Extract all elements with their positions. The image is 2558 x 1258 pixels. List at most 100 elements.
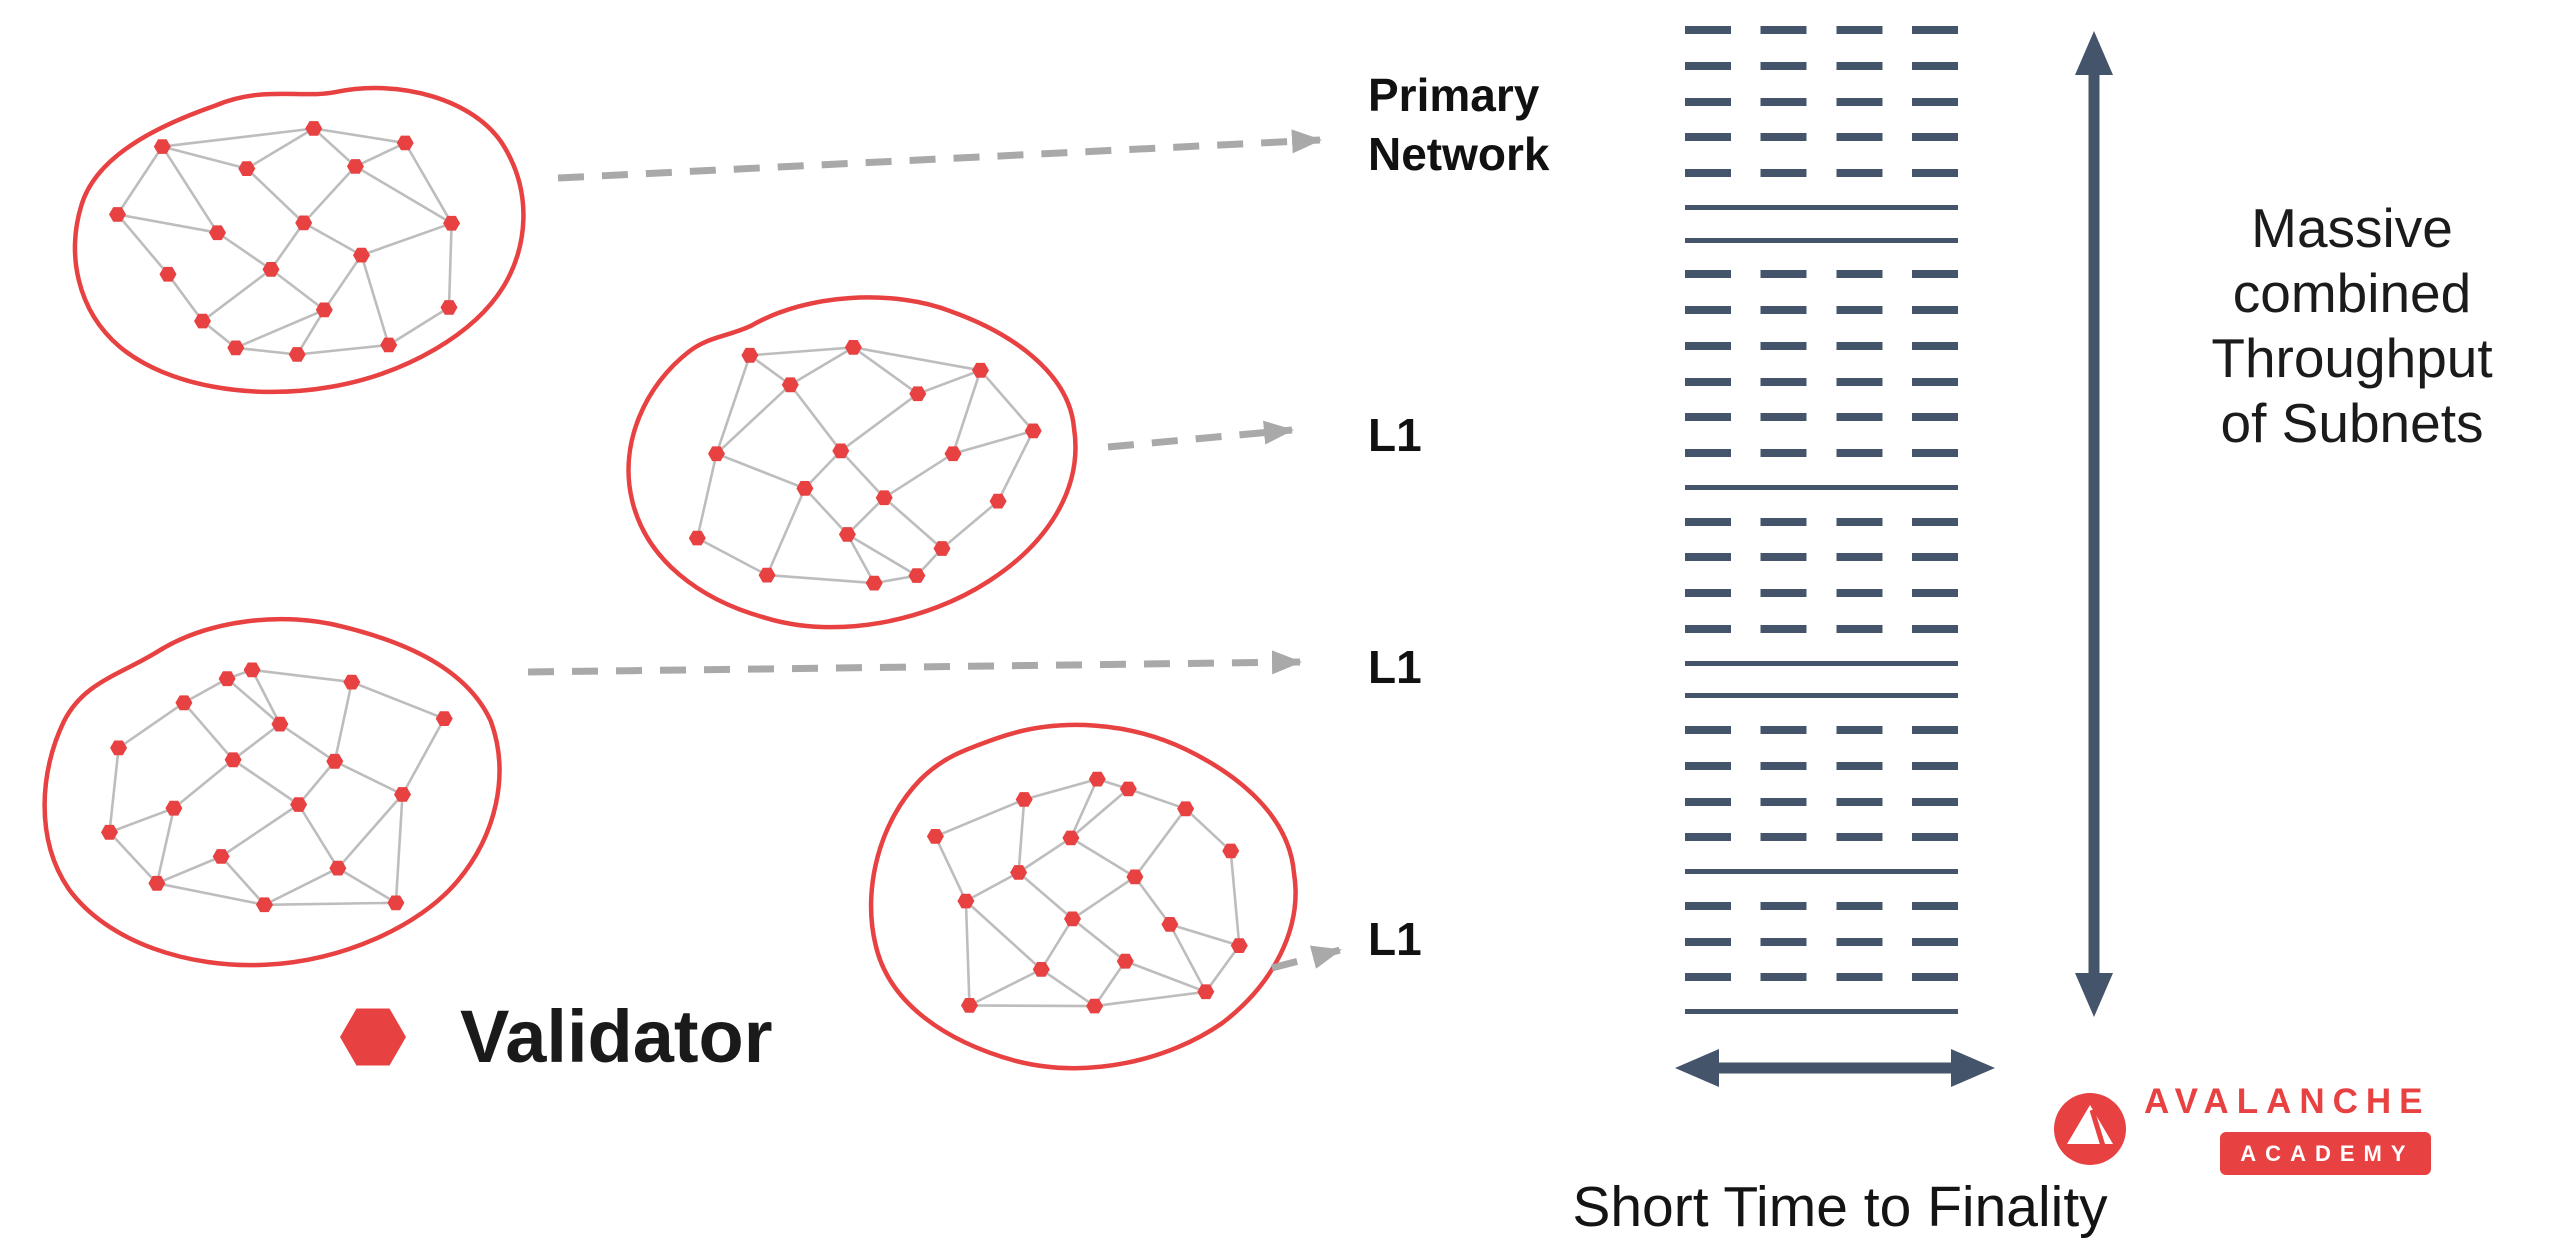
validator-node xyxy=(110,740,128,756)
validator-hexagon-icon xyxy=(340,1008,406,1065)
validator-node xyxy=(238,161,256,176)
throughput-row-dashed xyxy=(1685,973,1958,982)
validator-node xyxy=(159,266,177,282)
network-edges xyxy=(696,346,1035,585)
validator-node xyxy=(329,860,347,876)
network-blob xyxy=(629,297,1076,627)
network-blob-outline xyxy=(45,619,500,965)
throughput-row-solid xyxy=(1685,693,1958,699)
validator-node xyxy=(165,800,183,816)
validator-node xyxy=(227,340,245,356)
validator-node xyxy=(326,753,344,769)
throughput-row-dashed xyxy=(1685,97,1958,106)
validator-node xyxy=(315,302,333,318)
finality-label: Short Time to Finality xyxy=(1572,1175,2108,1239)
throughput-row-dashed xyxy=(1685,169,1958,177)
throughput-row-dashed xyxy=(1685,937,1958,946)
throughput-row-solid xyxy=(1685,237,1958,243)
validator-node xyxy=(353,247,370,263)
throughput-row-solid xyxy=(1685,484,1958,490)
label-primary-network: Primary Network xyxy=(1368,69,1550,180)
validator-node xyxy=(194,313,211,329)
label-l1-1: L1 xyxy=(1368,409,1422,461)
avalanche-logo-icon xyxy=(2054,1092,2126,1165)
network-blob xyxy=(871,725,1295,1068)
validator-node xyxy=(933,541,951,556)
validator-node xyxy=(109,207,126,222)
throughput-row-dashed xyxy=(1685,61,1958,70)
validator-node xyxy=(101,824,118,840)
validator-node xyxy=(1126,869,1144,885)
brand-name: AVALANCHE xyxy=(2144,1082,2431,1121)
network-blob xyxy=(75,88,523,392)
throughput-row-dashed xyxy=(1685,553,1958,562)
validator-node xyxy=(688,530,706,546)
validator-node xyxy=(209,225,226,241)
validator-node xyxy=(758,567,776,583)
validator-node xyxy=(305,121,323,136)
throughput-row-dashed xyxy=(1685,517,1958,526)
validator-node xyxy=(271,716,289,732)
validator-node xyxy=(148,875,166,891)
validator-node xyxy=(1230,938,1248,953)
validator-node xyxy=(741,347,759,363)
throughput-label: Massive combined Throughput of Subnets xyxy=(2211,197,2493,454)
validator-node xyxy=(832,443,850,459)
validator-node xyxy=(440,300,458,315)
pointer-arrow xyxy=(1271,945,1342,972)
throughput-row-dashed xyxy=(1685,726,1958,734)
validator-node xyxy=(1119,781,1137,797)
validator-node xyxy=(1161,917,1179,932)
validator-node xyxy=(838,527,856,542)
throughput-row-dashed xyxy=(1685,377,1958,386)
validator-node xyxy=(1062,830,1080,846)
network-blob-outline xyxy=(871,725,1295,1068)
validator-node xyxy=(1116,953,1134,969)
validator-node xyxy=(295,215,313,231)
network-blob-outline xyxy=(75,88,523,392)
validator-node xyxy=(844,340,862,355)
validator-node xyxy=(875,490,893,506)
brand-academy-badge: ACADEMY xyxy=(2220,1132,2431,1175)
validator-node xyxy=(346,159,364,174)
network-edges xyxy=(108,668,446,907)
validator-node xyxy=(435,711,453,726)
validator-node xyxy=(1086,998,1104,1014)
validator-node xyxy=(243,662,261,678)
label-l1-3: L1 xyxy=(1368,913,1422,965)
validator-node xyxy=(153,139,171,154)
throughput-row-dashed xyxy=(1685,589,1958,597)
network-blob-outline xyxy=(629,297,1076,627)
throughput-row-dashed xyxy=(1685,413,1958,422)
throughput-row-dashed xyxy=(1685,449,1958,457)
pointer-arrow xyxy=(1107,420,1294,451)
validator-node xyxy=(394,787,411,802)
validator-node xyxy=(909,386,927,402)
validator-node xyxy=(781,377,799,393)
validator-node xyxy=(1222,843,1240,859)
throughput-row-dashed xyxy=(1685,306,1958,314)
throughput-row-dashed xyxy=(1685,624,1958,633)
validator-node xyxy=(1015,792,1033,807)
validator-node xyxy=(957,893,975,909)
throughput-row-dashed xyxy=(1685,833,1958,842)
throughput-row-dashed xyxy=(1685,761,1958,770)
validator-node xyxy=(1197,984,1215,1000)
validator-node xyxy=(1088,771,1106,787)
validator-node xyxy=(343,674,361,690)
validator-node xyxy=(865,575,883,591)
network-edges xyxy=(116,127,453,356)
validator-node xyxy=(1064,911,1081,927)
network-blob xyxy=(45,619,500,965)
validator-label: Validator xyxy=(460,995,773,1078)
throughput-row-dashed xyxy=(1685,901,1958,910)
vertical-double-arrow xyxy=(2075,31,2113,1017)
throughput-column xyxy=(1685,26,1958,1014)
validator-node xyxy=(443,215,461,231)
validator-node xyxy=(290,797,308,812)
validator-node xyxy=(380,337,398,353)
avalanche-academy-brand: AVALANCHE ACADEMY xyxy=(2052,1082,2431,1175)
throughput-row-dashed xyxy=(1685,270,1958,279)
validator-node xyxy=(387,895,405,911)
